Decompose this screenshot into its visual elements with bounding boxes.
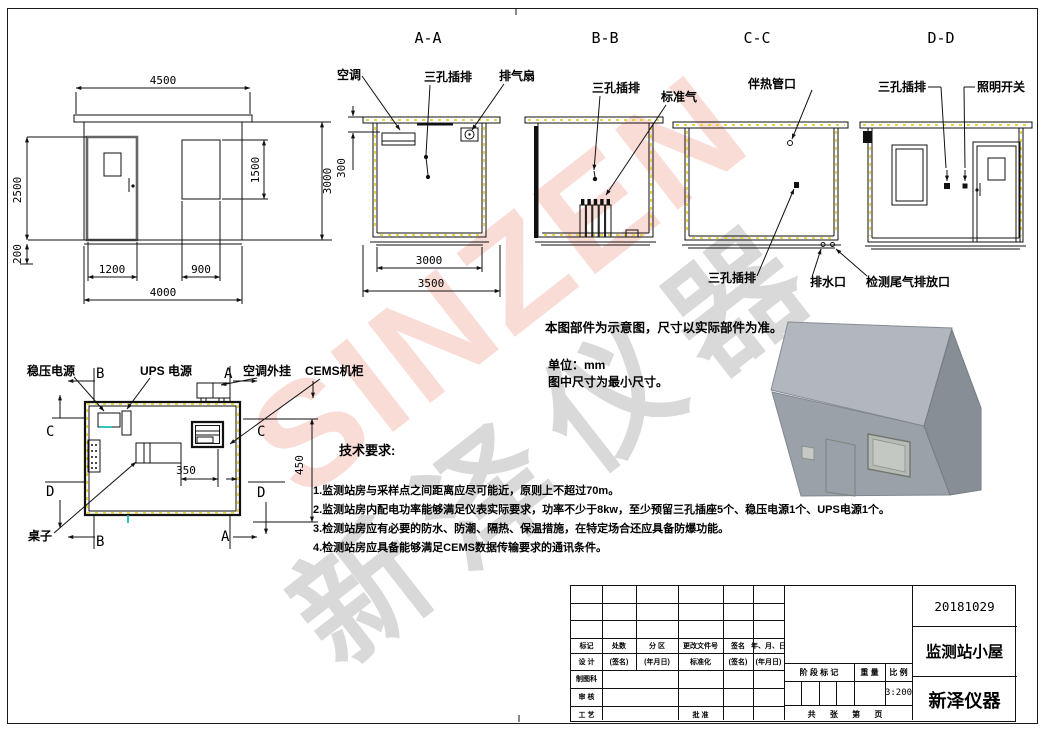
front-dim-bottom: 4000 <box>150 286 177 299</box>
tb-design-sign: (签名) <box>609 658 629 666</box>
plan-section-markers: B A C D B A C D <box>45 366 318 550</box>
tech-requirements-list: 1.监测站房与采样点之间距离应尽可能近，原则上不超过70m。 2.监测站房内配电… <box>313 482 963 558</box>
front-dim-window: 900 <box>191 263 211 276</box>
tb-std-sign: (签名) <box>728 658 748 666</box>
section-cc-view: C-C 伴热管口 三孔插排 排水口 检测尾气排放口 <box>673 29 950 289</box>
plan-label-cems: CEMS机柜 <box>305 363 364 378</box>
marker-a-top: A <box>224 366 233 382</box>
front-dim-top: 4500 <box>150 74 177 87</box>
marker-d-left: D <box>46 484 54 500</box>
iso-door-window <box>802 446 814 460</box>
section-aa-view: A-A 空调 三孔插排 排气扇 <box>335 29 535 297</box>
title-block: 标记 处数 分 区 更改文件号 签名 年、月、日 设 计 (签名) (年月日) … <box>570 585 1017 722</box>
plan-desk <box>136 443 181 463</box>
tech-requirements-title: 技术要求: <box>339 443 396 458</box>
marker-b-bottom: B <box>96 534 104 550</box>
plan-cems-cabinet <box>192 422 223 447</box>
plan-view: 稳压电源 UPS 电源 空调外挂 CEMS机柜 桌子 B A C D <box>27 363 364 550</box>
note-disclaimer: 本图部件为示意图，尺寸以实际部件为准。 <box>545 321 783 335</box>
tech-item-3: 3.检测站房应有必要的防水、防潮、隔热、保温措施，在特定场合还应具备防爆功能。 <box>313 523 730 535</box>
plan-label-regulator: 稳压电源 <box>27 363 75 378</box>
marker-d-right: D <box>257 485 265 501</box>
frame-ticks <box>516 8 519 722</box>
tb-drawing-number: 20181029 <box>934 598 995 614</box>
section-dd-title: D-D <box>927 29 954 47</box>
tb-rev-zone: 分 区 <box>649 642 665 650</box>
tb-weight-label: 重 量 <box>860 667 879 677</box>
aa-dim-drop: 300 <box>335 158 348 178</box>
tb-standardize: 标准化 <box>690 658 711 666</box>
tb-design-date: (年月日) <box>644 658 670 666</box>
section-bb-title: B-B <box>591 29 618 47</box>
tb-rev-count: 处数 <box>612 642 626 650</box>
plan-ac-external-unit <box>197 383 230 402</box>
iso-door <box>826 439 855 496</box>
tb-audit: 审 核 <box>578 694 595 701</box>
isometric-view <box>771 322 981 496</box>
front-dim-window-h: 1500 <box>249 157 262 184</box>
aa-label-fan: 排气扇 <box>499 68 535 83</box>
tb-process: 工 艺 <box>578 711 595 719</box>
aa-label-ac: 空调 <box>337 67 361 82</box>
front-dim-left: 2500 <box>11 177 24 204</box>
aa-label-socket: 三孔插排 <box>424 69 472 84</box>
plan-socket-panel <box>88 440 100 472</box>
dd-label-light-switch: 照明开关 <box>977 79 1025 94</box>
tb-drawing-title: 监测站小屋 <box>925 644 1004 661</box>
note-unit: 单位：mm <box>548 358 606 372</box>
section-cc-title: C-C <box>743 29 770 47</box>
front-elevation-view: 4500 2500 200 1200 900 4000 1500 3000 <box>11 74 334 304</box>
tech-item-1: 1.监测站房与采样点之间距离应尽可能近，原则上不超过70m。 <box>313 485 620 497</box>
plan-label-ups: UPS 电源 <box>140 363 192 378</box>
cc-label-drain: 排水口 <box>810 274 846 289</box>
tb-scale-label: 比 例 <box>889 667 908 677</box>
front-dim-right-h: 3000 <box>321 168 334 195</box>
marker-a-bottom: A <box>221 529 230 545</box>
section-aa-title: A-A <box>414 29 441 47</box>
tb-approve: 批 准 <box>692 711 709 719</box>
tb-rev-docno: 更改文件号 <box>683 642 718 650</box>
tb-stage-label: 阶 段 标 记 <box>799 667 839 677</box>
tb-rev-sign: 签名 <box>731 642 745 650</box>
bb-label-gas: 标准气 <box>660 89 697 104</box>
marker-c-right: C <box>257 424 265 440</box>
cc-label-heat-port: 伴热管口 <box>747 76 796 91</box>
cc-label-exhaust: 检测尾气排放口 <box>866 274 950 289</box>
marker-b-top: B <box>96 366 104 382</box>
section-dd-view: D-D 三孔插排 照明开关 <box>860 29 1032 249</box>
tb-scale-value: 3:200 <box>884 688 913 698</box>
front-dim-door: 1200 <box>99 263 126 276</box>
bb-label-socket: 三孔插排 <box>592 80 640 95</box>
gas-cylinders <box>580 199 611 237</box>
tech-item-4: 4.检测站房应具备能够满足CEMS数据传输要求的通讯条件。 <box>313 542 607 554</box>
plan-label-ac-ext: 空调外挂 <box>243 363 291 378</box>
plan-regulator-box <box>98 413 120 427</box>
aa-dim-outer: 3500 <box>418 277 445 290</box>
sheet-frame <box>7 8 1038 724</box>
plan-label-desk: 桌子 <box>27 528 52 543</box>
plan-dim-350: 350 <box>176 464 196 477</box>
tb-rev-date: 年、月、日 <box>751 642 786 650</box>
front-dim-base: 200 <box>11 244 24 264</box>
plan-dim-450: 450 <box>293 455 306 475</box>
tb-design: 设 计 <box>578 658 595 666</box>
note-min-size: 图中尺寸为最小尺寸。 <box>548 375 669 389</box>
section-bb-view: B-B 三孔插排 标准气 <box>525 29 697 245</box>
tb-rev-mark: 标记 <box>579 642 594 650</box>
plan-ups-box <box>122 411 131 435</box>
tb-company-name: 新泽仪器 <box>928 690 1001 711</box>
tb-std-date: (年月日) <box>755 658 782 666</box>
tech-item-2: 2.监测站房内配电功率能够满足仪表实际要求，功率不少于8kw，至少预留三孔插座5… <box>313 504 890 516</box>
cc-label-socket: 三孔插排 <box>708 270 756 285</box>
aa-dim-inner: 3000 <box>416 254 443 267</box>
tb-draft: 制图科 <box>576 676 597 683</box>
tb-sheet-label: 共 张 第 页 <box>807 709 889 719</box>
dd-label-socket: 三孔插排 <box>878 79 926 94</box>
marker-c-left: C <box>46 424 54 440</box>
